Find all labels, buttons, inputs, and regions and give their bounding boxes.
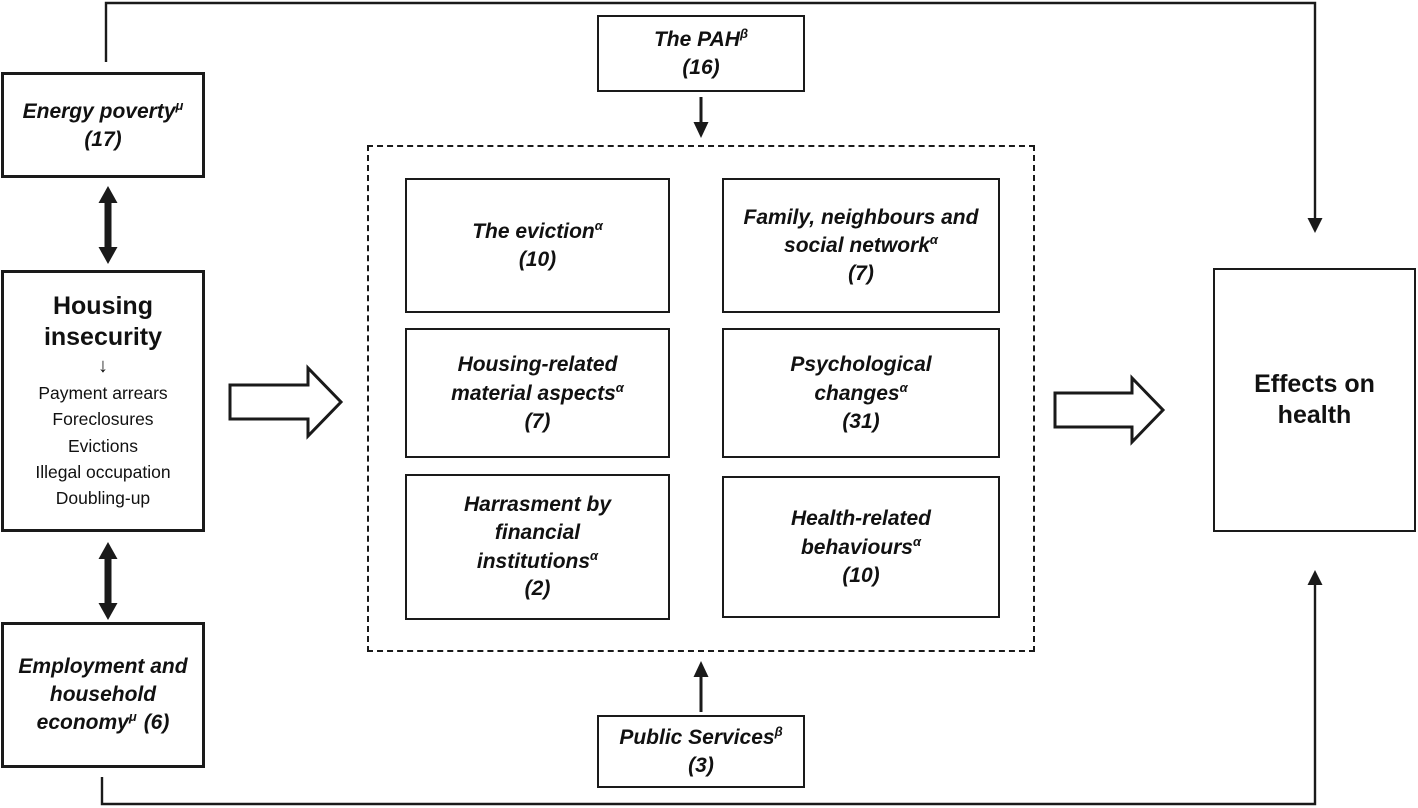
pah-label: The PAHβ (654, 25, 748, 54)
housing-insecurity-title: Housing insecurity (44, 291, 162, 354)
public-services-superscript: β (774, 724, 783, 740)
block-arrow-left-icon (228, 364, 344, 440)
mediator-count: (2) (524, 577, 551, 601)
mediator-label: Family, neighbours and social networkα (734, 204, 988, 260)
employment-title: Employment and household economy (18, 654, 188, 735)
mediator-superscript: α (590, 547, 599, 563)
mediator-box-harrasment: Harrasment by financial institutionsα (2… (405, 474, 670, 620)
energy-poverty-title: Energy poverty (22, 99, 176, 123)
employment-superscript: μ (128, 709, 137, 725)
mediator-superscript: α (615, 379, 624, 395)
pah-count: (16) (682, 56, 720, 80)
housing-insecurity-box: Housing insecurity ↓ Payment arrears For… (1, 270, 205, 532)
mediator-box-material-aspects: Housing-related material aspectsα (7) (405, 328, 670, 458)
mediators-dashed-frame (367, 145, 1035, 652)
mediator-box-eviction: The evictionα (10) (405, 178, 670, 313)
energy-poverty-label: Energy povertyμ (23, 97, 184, 126)
effects-on-health-title: Effects on health (1254, 369, 1375, 432)
energy-poverty-superscript: μ (175, 97, 184, 113)
mediator-title: Psychological changes (790, 353, 932, 405)
mediator-count: (10) (842, 563, 880, 587)
public-services-count: (3) (688, 754, 714, 778)
mediator-label: Housing-related material aspectsα (417, 351, 658, 407)
mediator-title: Family, neighbours and social network (743, 205, 979, 258)
pah-box: The PAHβ (16) (597, 15, 805, 92)
mediator-label: Psychological changesα (754, 351, 968, 407)
mediator-superscript: α (929, 232, 938, 248)
mediator-box-health-behaviours: Health-related behavioursα (10) (722, 476, 1000, 618)
double-arrow-bottom-down-head-icon (98, 603, 118, 620)
employment-box: Employment and household economyμ (6) (1, 622, 205, 768)
housing-insecurity-title-line2: insecurity (43, 322, 163, 351)
mediator-label: Harrasment by financial institutionsα (447, 491, 628, 575)
housing-insecurity-title-line1: Housing (52, 291, 153, 320)
double-arrow-top-down-head-icon (98, 247, 118, 264)
feedback-arrowhead-top-icon (1307, 218, 1323, 233)
housing-insecurity-list: Payment arrears Foreclosures Evictions I… (35, 380, 170, 511)
mediator-label: Health-related behavioursα (754, 505, 968, 561)
effects-title-line2: health (1277, 401, 1352, 429)
double-arrow-top-up-head-icon (98, 186, 118, 203)
public-services-box: Public Servicesβ (3) (597, 715, 805, 788)
public-services-title: Public Services (619, 726, 775, 750)
mediator-title: Housing-related material aspects (451, 353, 618, 405)
mediator-label: The evictionα (472, 217, 603, 246)
feedback-arrowhead-bottom-icon (1307, 570, 1323, 585)
mediator-title: Harrasment by financial institutions (463, 493, 612, 573)
list-item: Illegal occupation (35, 461, 171, 482)
energy-poverty-count: (17) (84, 127, 122, 151)
down-arrow-icon: ↓ (98, 355, 108, 378)
employment-label: Employment and household economyμ (6) (12, 653, 194, 737)
mediator-box-family: Family, neighbours and social networkα (… (722, 178, 1000, 313)
mediator-superscript: α (912, 533, 922, 549)
block-arrow-right-icon (1053, 374, 1166, 446)
double-arrow-bottom-up-head-icon (98, 542, 118, 559)
list-item: Doubling-up (55, 488, 151, 509)
list-item: Foreclosures (52, 409, 154, 430)
list-item: Payment arrears (38, 383, 168, 404)
mediator-count: (7) (524, 409, 551, 433)
effects-title-line1: Effects on (1254, 369, 1375, 398)
mediator-count: (7) (848, 262, 874, 286)
effects-on-health-box: Effects on health (1213, 268, 1416, 532)
employment-count: (6) (143, 711, 170, 735)
mediator-superscript: α (594, 218, 603, 234)
energy-poverty-box: Energy povertyμ (17) (1, 72, 205, 178)
mediator-superscript: α (899, 379, 908, 395)
pah-title: The PAH (653, 28, 740, 52)
pah-superscript: β (739, 26, 749, 42)
mediator-count: (10) (518, 248, 557, 272)
mediator-title: Health-related behaviours (790, 507, 932, 559)
list-item: Evictions (67, 435, 138, 456)
pah-arrowhead-icon (693, 122, 709, 138)
public-services-label: Public Servicesβ (619, 723, 782, 752)
mediator-count: (31) (842, 409, 880, 433)
mediator-title: The eviction (472, 220, 595, 244)
mediator-box-psychological: Psychological changesα (31) (722, 328, 1000, 458)
public-services-arrowhead-icon (693, 661, 709, 677)
